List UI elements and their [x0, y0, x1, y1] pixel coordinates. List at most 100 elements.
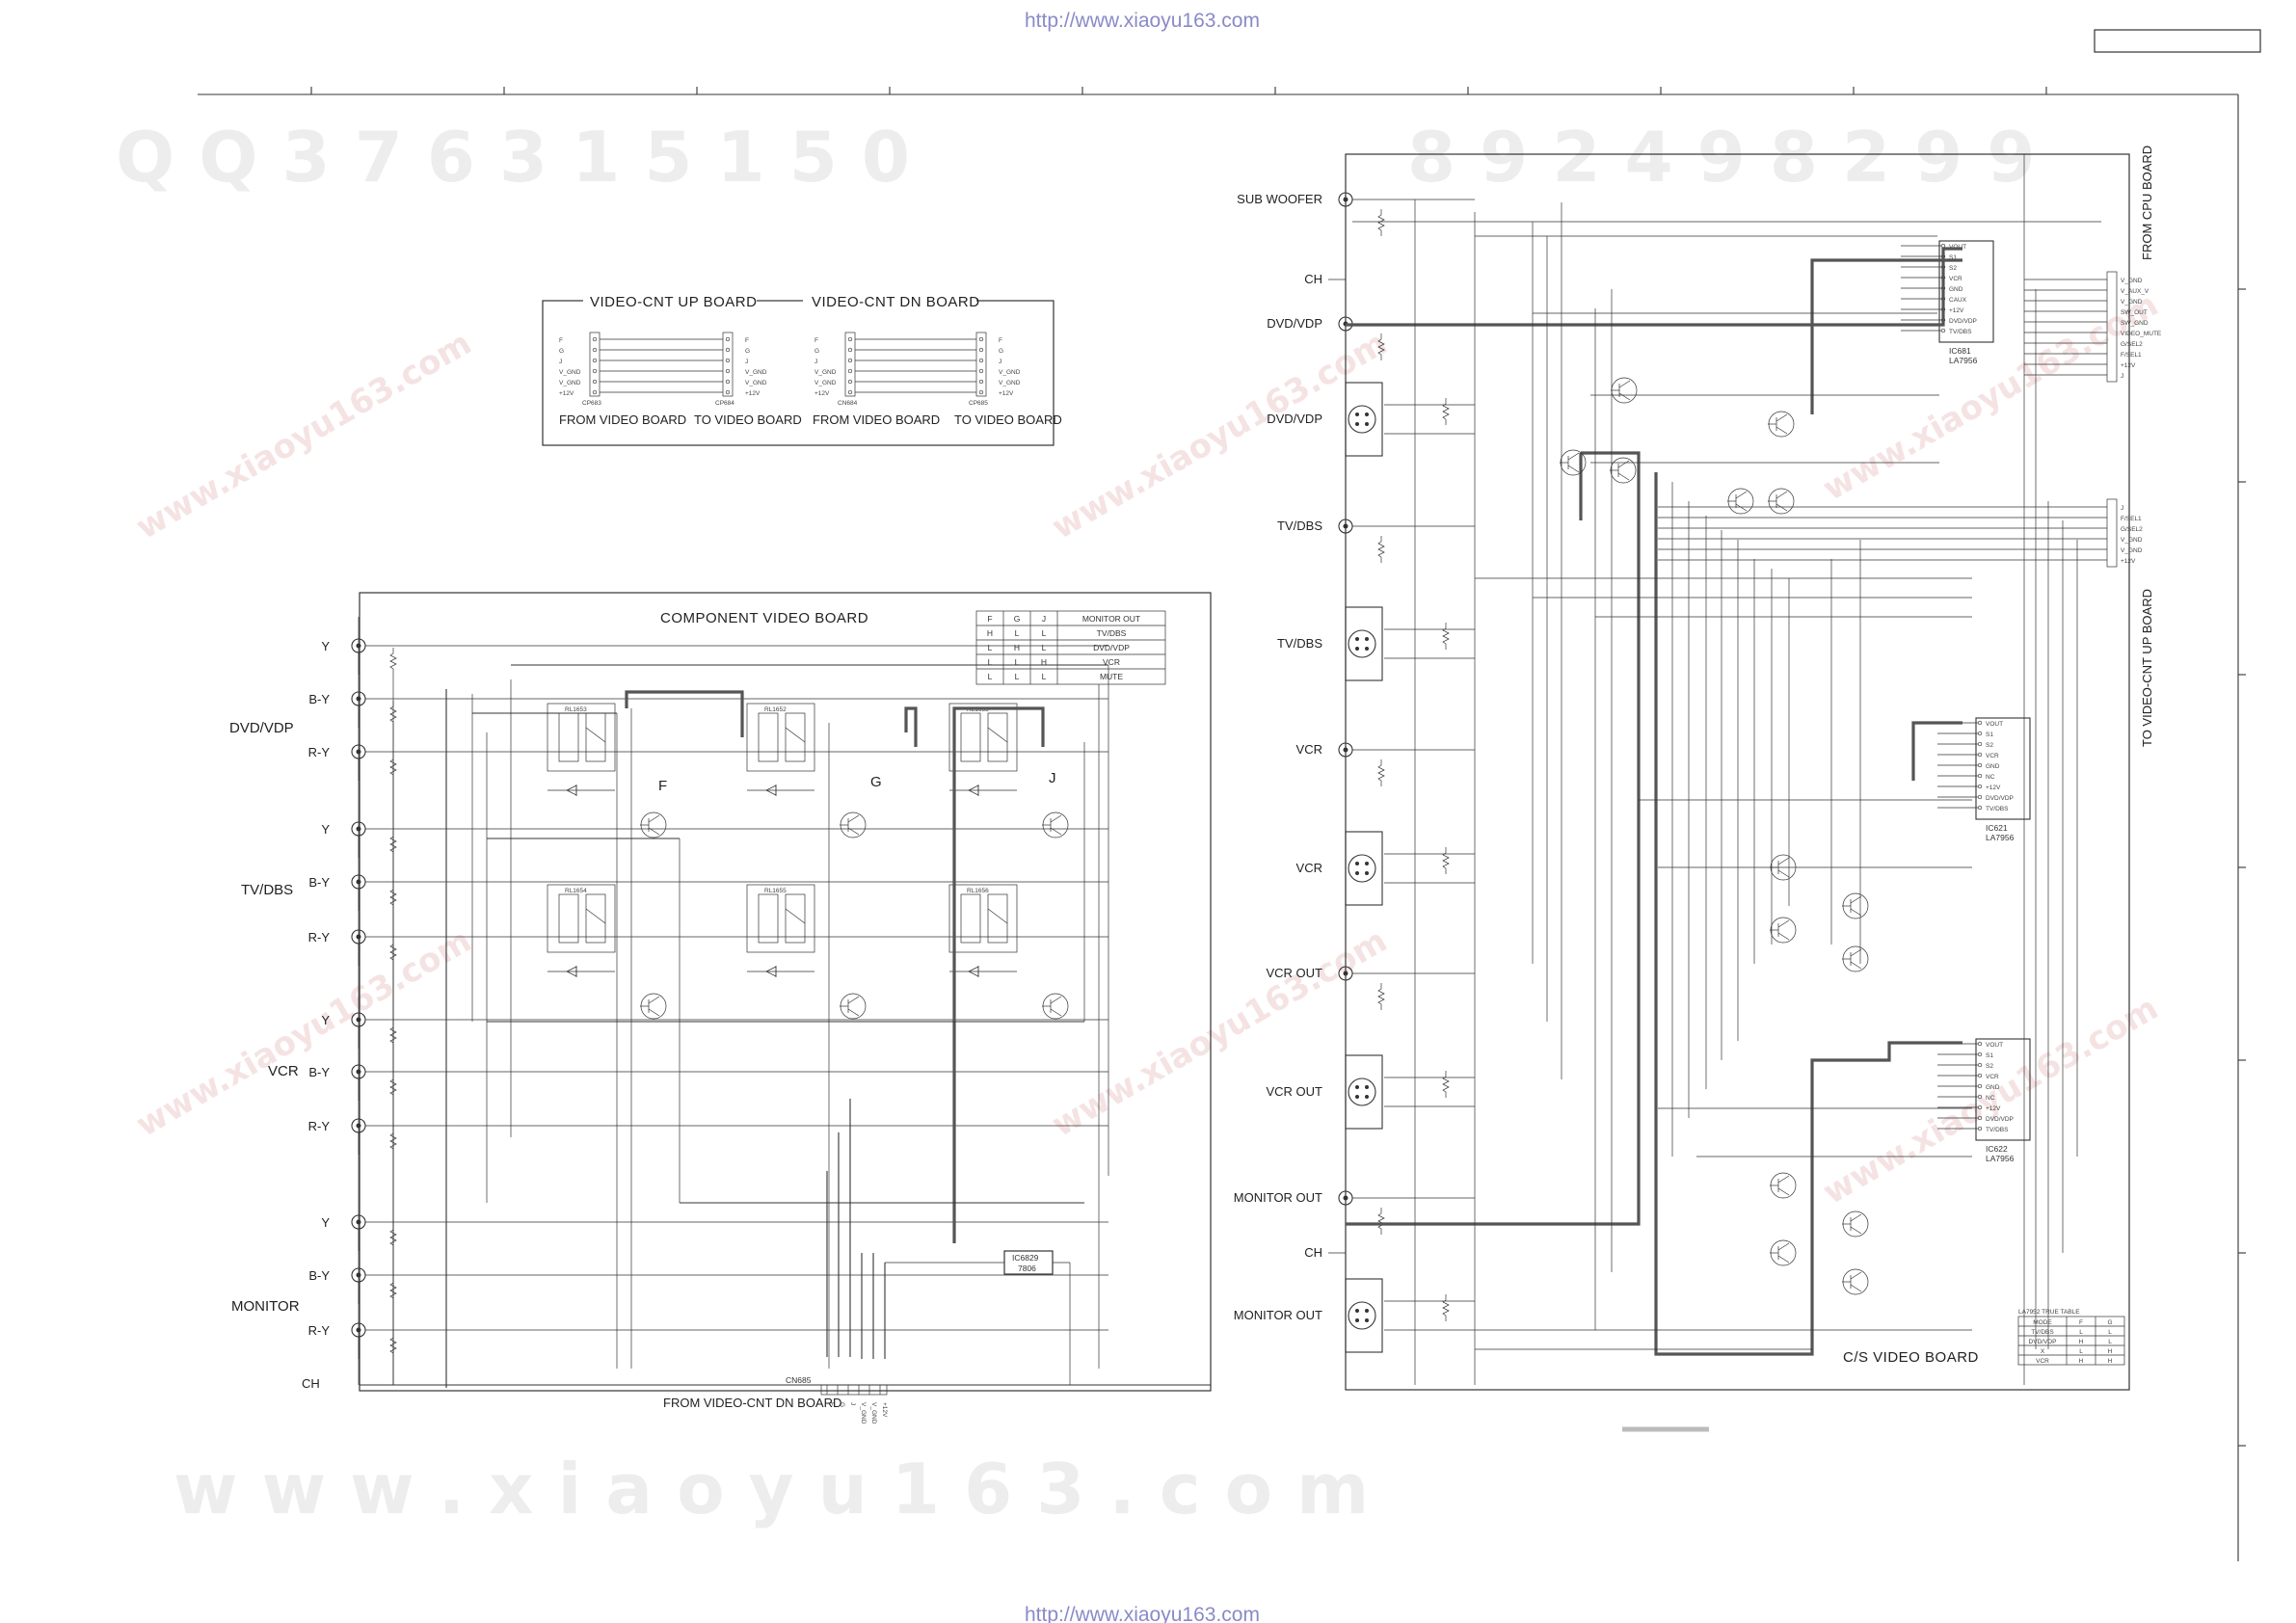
cs-ic-2-pin	[1977, 720, 1983, 726]
relay-bot-3-coil	[960, 893, 981, 944]
cs-tt-header: MODE	[2033, 1319, 2052, 1326]
cs-input-0-jack-pin	[1343, 197, 1348, 202]
comp-tt-cell: MUTE	[1100, 672, 1123, 681]
relay-bot-3-switch	[987, 908, 1008, 924]
watermark-diag-2: www.xiaoyu163.com	[1046, 324, 1394, 547]
comp-termination-resistor	[389, 884, 397, 911]
cs-videocnt-connector-pin: G/SEL2	[2121, 526, 2143, 533]
cs-tt-cell: VCR	[2036, 1358, 2049, 1365]
relay-top-1-transistor-collector	[648, 814, 660, 823]
relay-top-2: RL1652	[746, 703, 867, 838]
relay-bot-2-transistor-collector	[847, 996, 860, 1004]
comp-group-vcr: VCR	[268, 1063, 299, 1079]
cs-videocnt-connector-body	[2106, 498, 2118, 568]
comp-input-label: Y	[321, 639, 330, 653]
cs-transistor-11	[1770, 1172, 1797, 1199]
component-board-frame	[359, 592, 1212, 1392]
connector-pin-label: +12V	[559, 390, 574, 397]
relay-top-1-frame	[547, 703, 616, 772]
cs-videocnt-connector-pin: J	[2121, 505, 2123, 512]
cs-transistor-5	[1727, 488, 1754, 515]
comp-tt-cell: L	[988, 672, 993, 681]
relay-bot-1-switch	[585, 908, 606, 924]
connector-pin-4-5	[978, 379, 984, 385]
cs-cpu-connector-pin: J	[2121, 373, 2123, 380]
panel-caption-4: TO VIDEO BOARD	[954, 412, 1062, 427]
cs-tt-cell: L	[2108, 1339, 2112, 1345]
video-cnt-panel-frame	[542, 300, 1055, 446]
connector-body-3	[844, 332, 856, 397]
cs-ic-2-pin-label: S1	[1986, 732, 1993, 738]
cs-ic-1-ref: IC681	[1949, 346, 1971, 356]
cs-transistor-5-collector	[1735, 491, 1748, 499]
cs-transistor-3-collector	[1775, 491, 1788, 499]
comp-input-label: Y	[321, 822, 330, 837]
page-id-box	[2094, 29, 2261, 53]
comp-tt-cell: L	[1042, 628, 1047, 638]
cs-cpu-connector-body	[2106, 271, 2118, 383]
relay-top-3-transistor	[1042, 812, 1069, 838]
cs-transistor-12-emitter	[1850, 1226, 1862, 1235]
cs-ic-1-pin-label: GND	[1949, 286, 1963, 293]
cs-ic-3-pin	[1977, 1062, 1983, 1068]
comp-input-label: R-Y	[308, 930, 331, 945]
cs-input-3-sjack-pin-3	[1355, 422, 1359, 426]
cs-ic-2-pin	[1977, 784, 1983, 789]
cs-left-label: SUB WOOFER	[1237, 192, 1322, 206]
comp-tt-cell: H	[1014, 643, 1020, 652]
connector-pin-label: V_GND	[745, 380, 767, 386]
cs-transistor-9	[1842, 945, 1869, 972]
comp-termination-resistor	[389, 701, 397, 728]
comp-col-g: G	[870, 774, 882, 790]
relay-top-3-frame	[948, 703, 1018, 772]
cs-ic-2-pin-label: GND	[1986, 763, 2000, 770]
cs-left-label: DVD/VDP	[1267, 412, 1322, 426]
cs-left-label: TV/DBS	[1277, 636, 1322, 651]
connector-ref: CP684	[715, 400, 734, 407]
connector-pin-2-4	[725, 368, 731, 374]
comp-termination-resistor	[389, 1332, 397, 1359]
connector-body-4	[975, 332, 987, 397]
cs-input-12-sjack-pin-4	[1365, 1318, 1369, 1322]
comp-input-label: B-Y	[308, 1268, 330, 1283]
connector-pin-label: V_GND	[559, 369, 581, 376]
relay-bot-2-ref: RL1655	[764, 888, 787, 894]
cs-transistor-8	[1842, 892, 1869, 919]
cn685-ref: CN685	[786, 1375, 812, 1385]
connector-pin-2-5	[725, 379, 731, 385]
cs-left-label: CH	[1304, 1245, 1322, 1260]
cs-input-7-sjack-pin-4	[1365, 871, 1369, 875]
relay-top-2-transistor-emitter	[847, 827, 860, 836]
url-bottom[interactable]: http://www.xiaoyu163.com	[1025, 1604, 1260, 1623]
cs-transistor-1	[1611, 377, 1638, 404]
comp-input-label: B-Y	[308, 692, 330, 706]
cs-transistor-6	[1560, 449, 1587, 476]
comp-group-dvd: DVD/VDP	[229, 720, 294, 736]
relay-top-3-coil	[960, 712, 981, 762]
comp-termination-resistor	[389, 648, 397, 675]
relay-bot-3-transistor	[1042, 993, 1069, 1020]
cn685-pin-label: +12V	[881, 1402, 888, 1418]
comp-termination-resistor	[389, 1224, 397, 1251]
relay-bot-3: RL1656	[948, 884, 1069, 1020]
cs-input-9-resistor-a	[1442, 1071, 1450, 1098]
cs-ic-2-pin	[1977, 731, 1983, 736]
cs-cpu-connector-pin: SW_GND	[2121, 320, 2149, 327]
connector-body-2	[722, 332, 734, 397]
cs-transistor-14-collector	[1777, 1242, 1790, 1251]
connector-pin-label: V_GND	[559, 380, 581, 386]
comp-tt-header: F	[987, 614, 992, 624]
comp-input-label: R-Y	[308, 1323, 331, 1338]
connector-pin-2-1	[725, 336, 731, 342]
cs-tt-cell: X	[2041, 1348, 2045, 1355]
cs-transistor-6-collector	[1567, 452, 1580, 461]
cs-ic-1-pin-label: VCR	[1949, 276, 1962, 282]
cs-ic-2-pin	[1977, 752, 1983, 758]
cs-input-5-resistor-a	[1442, 623, 1450, 650]
relay-top-1-switch	[585, 727, 606, 743]
relay-top-2-coil	[758, 712, 779, 762]
cs-left-label: CH	[1304, 272, 1322, 286]
url-top[interactable]: http://www.xiaoyu163.com	[1025, 10, 1260, 32]
connector-pin-4-6	[978, 389, 984, 395]
